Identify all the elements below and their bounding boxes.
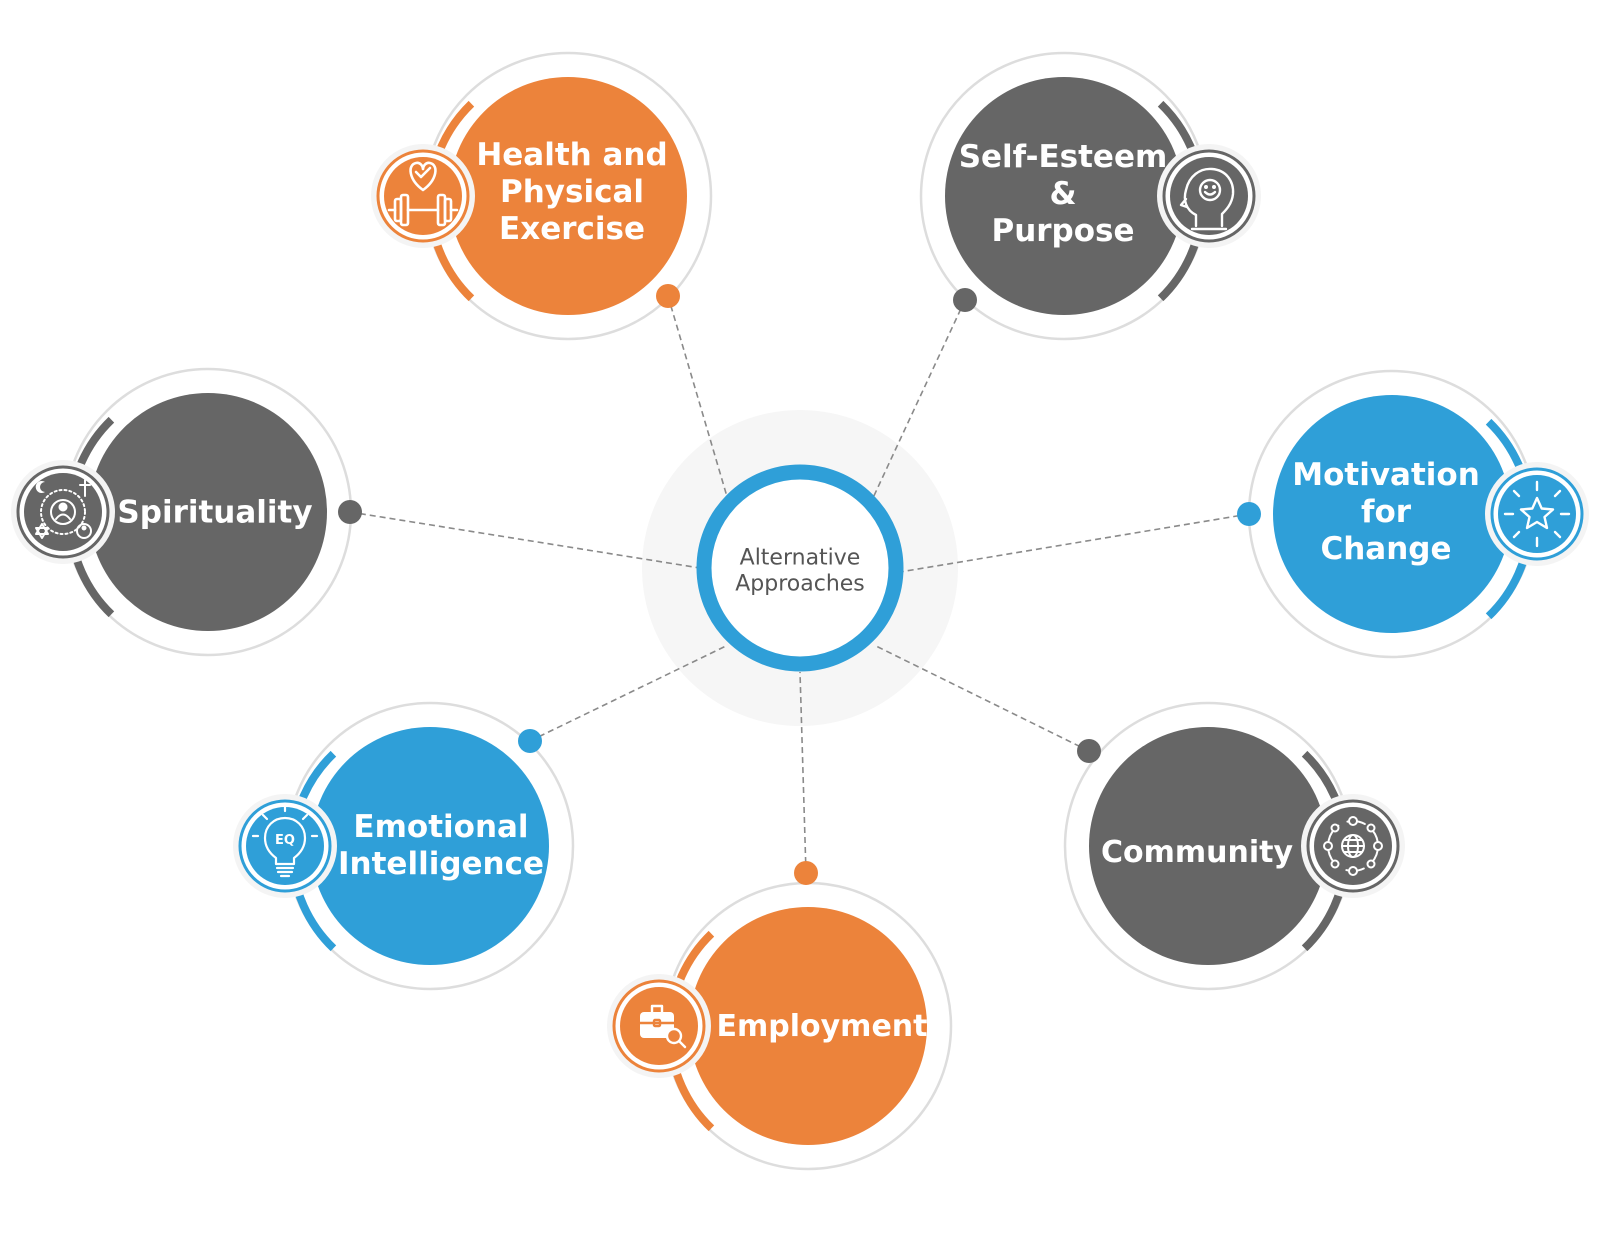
- connector-dot: [338, 500, 362, 524]
- node-label-line: Employment: [716, 1009, 928, 1044]
- node-label-self-esteem: Self-Esteem & Purpose: [959, 139, 1168, 251]
- node-label-line: Change: [1320, 531, 1452, 568]
- node-motivation: [1237, 369, 1589, 659]
- connectors: [349, 295, 1250, 874]
- connector-dot: [953, 288, 977, 312]
- center-label: Alternative Approaches: [735, 546, 865, 599]
- connector-emotional: [529, 644, 729, 742]
- node-label-line: Community: [1100, 835, 1294, 870]
- center-label-line-1: Alternative: [739, 545, 861, 571]
- node-label-line: Spirituality: [117, 494, 313, 531]
- star-burst-icon: [1503, 480, 1571, 548]
- main-circle: [311, 727, 549, 965]
- node-label-line: Health and: [476, 137, 668, 174]
- main-circle: [1089, 727, 1327, 965]
- node-label-spirituality: Spirituality: [117, 494, 312, 531]
- connector-dot: [656, 284, 680, 308]
- node-label-line: Physical: [500, 174, 644, 211]
- connector-community: [873, 644, 1090, 752]
- node-label-community: Community: [1101, 835, 1293, 871]
- node-health: [371, 51, 713, 341]
- node-label-line: Emotional: [353, 808, 529, 845]
- node-self-esteem: [919, 51, 1261, 341]
- center-label-line-2: Approaches: [735, 572, 865, 597]
- connector-spirituality: [349, 511, 701, 569]
- connector-health: [667, 295, 729, 501]
- node-community: [1063, 701, 1405, 991]
- connector-dot: [794, 861, 818, 885]
- globe-network-icon: [1323, 816, 1383, 876]
- node-label-line: Exercise: [499, 211, 645, 248]
- center-node-inner: [716, 484, 884, 652]
- main-circle: [689, 907, 927, 1145]
- religious-symbols-icon: [35, 479, 92, 539]
- connector-self-esteem: [871, 299, 966, 501]
- briefcase-search-icon: [638, 1004, 687, 1049]
- main-circle: [945, 77, 1183, 315]
- node-label-line: Intelligence: [337, 846, 545, 882]
- node-label-line: Self-Esteem: [958, 139, 1168, 176]
- main-circle: [449, 77, 687, 315]
- connector-employment: [799, 671, 807, 874]
- icon-badge-fill: [384, 157, 462, 235]
- eq-lightbulb-icon: [251, 804, 319, 878]
- connector-motivation: [899, 513, 1250, 573]
- main-circle: [1273, 395, 1511, 633]
- node-label-emotional: Emotional Intelligence: [338, 809, 544, 883]
- node-label-employment: Employment: [717, 1009, 928, 1045]
- node-label-line: for: [1360, 494, 1412, 531]
- node-employment: [607, 861, 953, 1171]
- main-circle: [89, 393, 327, 631]
- connector-dot: [1077, 739, 1101, 763]
- node-label-line: &: [1049, 176, 1077, 213]
- node-emotional: EQ: [233, 701, 575, 991]
- node-label-motivation: Motivation for Change: [1292, 457, 1480, 569]
- eq-icon-text: EQ: [275, 833, 295, 848]
- node-label-health: Health and Physical Exercise: [476, 137, 667, 249]
- icon-badge-fill: [246, 807, 324, 885]
- connector-dot: [518, 729, 542, 753]
- connector-dot: [1237, 502, 1261, 526]
- node-spirituality: [11, 367, 362, 657]
- node-label-line: Purpose: [991, 213, 1135, 250]
- head-smile-icon: [1179, 167, 1235, 231]
- node-label-line: Motivation: [1292, 457, 1480, 494]
- dumbbell-heart-icon: [387, 161, 459, 227]
